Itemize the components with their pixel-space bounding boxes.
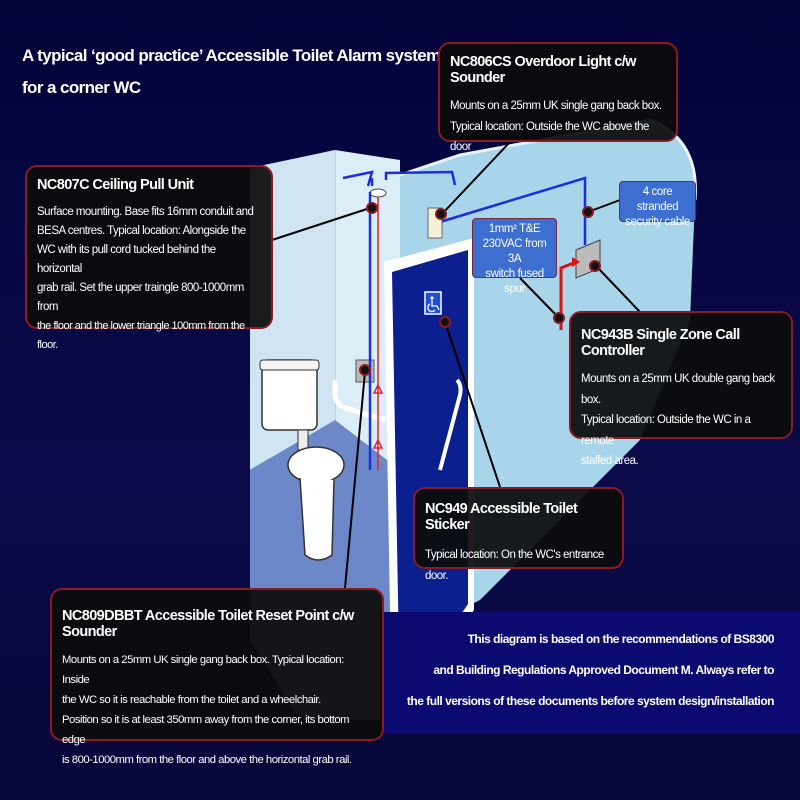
power-cable [559,260,577,330]
disclaimer-line: and Building Regulations Approved Docume… [433,663,774,677]
page-title: A typical ‘good practice’ Accessible Toi… [22,40,441,104]
callout-heading: NC809DBBT Accessible Toilet Reset Point … [62,608,354,640]
callout-heading: NC807C Ceiling Pull Unit [37,177,194,193]
callout-call-controller: NC943B Single Zone Call Controller Mount… [569,311,793,467]
callout-text: Surface mounting. Base fits 16mm conduit… [37,206,254,218]
callout-text: Typical location: Outside the WC in a re… [581,414,751,447]
disclaimer-band: This diagram is based on the recommendat… [380,612,800,734]
disclaimer-line: This diagram is based on the recommendat… [467,632,775,646]
callout-overdoor-light: NC806CS Overdoor Light c/w Sounder Mount… [438,42,678,153]
callout-heading: NC943B Single Zone Call Controller [581,327,740,359]
tag-security-cable: 4 core stranded security cable [619,181,696,228]
callout-reset-point: NC809DBBT Accessible Toilet Reset Point … [50,588,384,766]
callout-text: WC with its pull cord tucked behind the … [37,244,216,275]
callout-toilet-sticker: NC949 Accessible Toilet Sticker Typical … [413,487,624,582]
tag-line: switch fused spur [485,268,544,295]
tag-line: 230VAC from 3A [482,238,547,265]
accessible-sticker-icon [424,291,442,315]
callout-text: Typical location: On the WC's entrance d… [425,549,604,582]
tag-line: 4 core stranded [636,186,679,213]
tag-line: 1mm² T&E [488,223,541,235]
door [392,250,468,705]
callout-text: grab rail. Set the upper traingle 800-10… [37,282,244,313]
security-cable [342,170,587,470]
callout-text: the WC so it is reachable from the toile… [62,694,321,706]
title-line-2: for a corner WC [22,78,141,97]
callout-text: Position so it is at least 350mm away fr… [62,714,350,746]
callout-text: Mounts on a 25mm UK single gang back box… [450,100,662,112]
title-line-1: A typical ‘good practice’ Accessible Toi… [22,46,441,65]
callout-text: Mounts on a 25mm UK single gang back box… [62,654,344,686]
callout-ceiling-pull: NC807C Ceiling Pull Unit Surface mountin… [25,165,273,351]
disclaimer-line: the full versions of these documents bef… [406,694,775,708]
pull-cord [372,195,384,470]
door-grab-rail [438,378,463,471]
callout-text: Mounts on a 25mm UK double gang back box… [581,373,775,406]
callout-text: the floor and the lower triangle 100mm f… [37,320,245,351]
callout-text: BESA centres. Typical location: Alongsid… [37,225,246,237]
callout-text: Typical location: Outside the WC above t… [450,120,649,154]
toilet-icon [259,359,345,561]
callout-heading: NC949 Accessible Toilet Sticker [425,501,578,533]
callout-text: is 800-1000mm from the floor and above t… [62,754,352,766]
tag-power-supply: 1mm² T&E 230VAC from 3A switch fused spu… [472,218,557,295]
callout-heading: NC806CS Overdoor Light c/w Sounder [450,54,636,86]
callout-text: staffed area. [581,455,639,467]
wall-grab-rail [332,380,386,423]
tag-line: security cable [625,216,690,228]
